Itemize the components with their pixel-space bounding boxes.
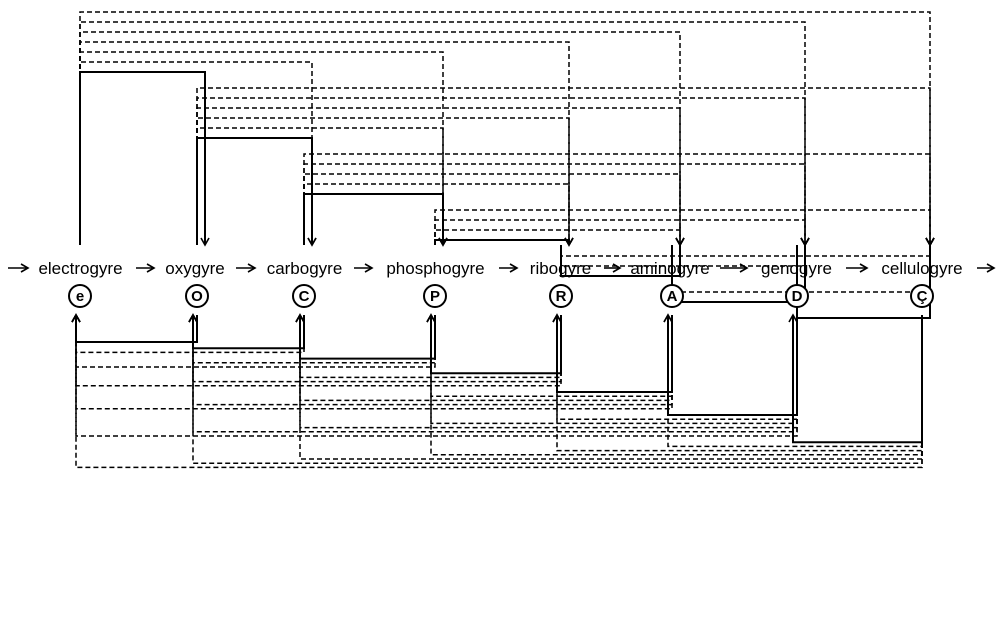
flow-arrowhead-8: [986, 263, 996, 273]
bottom-link-arrowhead-7-1: [188, 313, 198, 323]
node-badge-letter-phosphogyre: P: [430, 288, 440, 305]
top-link-1-4: [196, 117, 570, 245]
bottom-link-2-1: [192, 315, 305, 350]
top-link-3-5: [434, 229, 681, 245]
top-link-3-4: [434, 239, 570, 245]
bottom-link-3-1: [192, 315, 436, 364]
node-label-electrogyre: electrogyre: [38, 259, 122, 278]
node-badge-ribogyre: [549, 284, 573, 308]
bottom-link-arrowhead-7-5: [663, 313, 673, 323]
bottom-link-7-6: [792, 315, 923, 444]
node-label-carbogyre: carbogyre: [267, 259, 343, 278]
top-link-0-3: [79, 51, 444, 245]
node-label-aminogyre: aminogyre: [630, 259, 709, 278]
node-badge-oxygyre: [185, 284, 209, 308]
top-link-2-3: [303, 193, 444, 245]
top-link-0-5: [79, 31, 681, 245]
top-link-6-7: [796, 245, 931, 319]
bottom-link-6-5: [667, 315, 798, 416]
bottom-link-arrowhead-7-2: [295, 313, 305, 323]
flow-arrowhead-3: [364, 263, 374, 273]
top-link-1-5: [196, 107, 681, 245]
top-link-0-1: [79, 71, 206, 245]
bottom-link-6-0: [75, 315, 798, 437]
top-link-2-7: [303, 153, 931, 245]
connector-lines: [71, 11, 935, 469]
main-flow-arrows: [8, 263, 996, 273]
top-link-0-6: [79, 21, 806, 245]
bottom-link-5-3: [430, 315, 673, 397]
flow-arrowhead-6: [739, 263, 749, 273]
node-badge-letter-electrogyre: e: [76, 288, 84, 305]
flow-arrowhead-2: [247, 263, 257, 273]
bottom-link-5-4: [556, 315, 673, 393]
bottom-link-7-5: [667, 315, 923, 448]
top-link-arrowhead-1-2: [307, 237, 317, 247]
top-link-1-2: [196, 137, 313, 245]
node-badge-aminogyre: [660, 284, 684, 308]
bottom-link-7-2: [299, 315, 923, 460]
flow-arrowhead-1: [146, 263, 156, 273]
node-badge-genogyre: [785, 284, 809, 308]
node-badge-carbogyre: [292, 284, 316, 308]
top-link-4-5: [560, 245, 681, 277]
top-link-5-6: [671, 245, 806, 303]
bottom-link-4-3: [430, 315, 562, 375]
node-label-oxygyre: oxygyre: [165, 259, 225, 278]
node-badge-letter-oxygyre: O: [191, 288, 203, 305]
top-link-2-4: [303, 183, 570, 245]
bottom-link-arrowhead-7-0: [71, 313, 81, 323]
top-link-arrowhead-5-6: [800, 237, 810, 247]
top-link-1-7: [196, 87, 931, 245]
bottom-link-7-4: [556, 315, 923, 452]
flow-arrowhead-5: [612, 263, 622, 273]
bottom-link-arrowhead-7-3: [426, 313, 436, 323]
node-badge-letter-carbogyre: C: [299, 288, 310, 305]
top-link-3-6: [434, 219, 806, 245]
node-badge-letter-cellulogyre: Ç: [917, 288, 928, 305]
top-link-arrowhead-3-4: [564, 237, 574, 247]
top-link-1-6: [196, 97, 806, 245]
bottom-link-6-4: [556, 315, 798, 420]
gyre-nodes: electrogyre e oxygyreOcarbogyreCphosphogyr…: [38, 259, 963, 308]
node-badge-cellulogyre: [910, 284, 934, 308]
bottom-link-arrowhead-7-6: [788, 313, 798, 323]
flow-arrowhead-0: [20, 263, 30, 273]
top-link-2-6: [303, 163, 806, 245]
node-badge-letter-genogyre: D: [792, 288, 803, 305]
top-link-arrowhead-6-7: [925, 237, 935, 247]
bottom-link-7-3: [430, 315, 923, 456]
node-badge-electrogyre: [68, 284, 92, 308]
node-label-genogyre: genogyre: [761, 259, 832, 278]
bottom-link-arrowhead-7-4: [552, 313, 562, 323]
top-link-arrowhead-0-1: [200, 237, 210, 247]
bottom-link-6-3: [430, 315, 798, 425]
node-badge-letter-ribogyre: R: [556, 288, 567, 305]
top-link-arrowhead-4-5: [675, 237, 685, 247]
flow-arrowhead-7: [859, 263, 869, 273]
node-label-phosphogyre: phosphogyre: [386, 259, 484, 278]
flow-arrowhead-4: [509, 263, 519, 273]
bottom-link-5-0: [75, 315, 673, 410]
bottom-link-3-2: [299, 315, 436, 360]
bottom-link-7-0: [75, 315, 923, 469]
node-badge-letter-aminogyre: A: [667, 288, 678, 305]
top-link-4-7: [560, 245, 931, 257]
bottom-link-4-0: [75, 315, 562, 387]
node-label-ribogyre: ribogyre: [530, 259, 591, 278]
bottom-link-6-2: [299, 315, 798, 429]
bottom-link-1-0: [75, 315, 198, 343]
node-label-cellulogyre: cellulogyre: [881, 259, 962, 278]
node-badge-phosphogyre: [423, 284, 447, 308]
top-link-1-3: [196, 127, 444, 245]
